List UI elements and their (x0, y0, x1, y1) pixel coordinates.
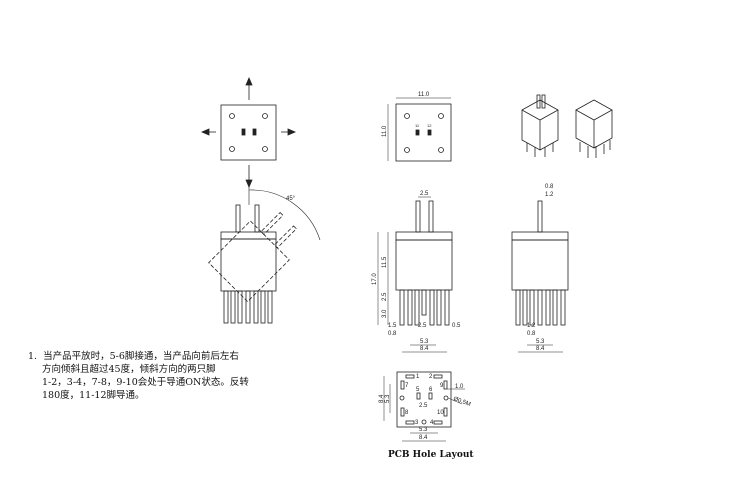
pcb-pin-6: 6 (429, 387, 433, 393)
height-dimension: 11.0 (382, 125, 388, 137)
width-dimension: 11.0 (418, 92, 430, 98)
note-number: 1. (28, 351, 38, 362)
top-view-tilt-directions (200, 76, 297, 189)
note-line-3: 1-2，3-4，7-8，9-10会处于导通ON状态。反转 (42, 377, 249, 388)
side-dim-1-2-top: 1.2 (545, 192, 554, 198)
tilt-view: 45° (208, 186, 321, 324)
note-line-2: 方向倾斜且超过45度，倾斜方向的两只脚 (42, 364, 216, 375)
pcb-dim-height-8-4: 8.4 (379, 394, 385, 403)
dim-total-height: 17.0 (372, 273, 378, 285)
side-dim-0-8-bottom: 0.8 (527, 331, 536, 337)
dim-8-4: 8.4 (420, 346, 429, 352)
pcb-layout-caption: PCB Hole Layout (388, 450, 474, 460)
angle-label: 45° (286, 196, 296, 202)
side-dim-5-3: 5.3 (536, 339, 545, 345)
pcb-pin-7: 7 (405, 383, 409, 389)
front-view: 2.5 17.0 11.5 2.5 3.0 1.5 0.8 2.5 0.5 5.… (372, 191, 461, 353)
note-line-4: 180度，11-12脚导通。 (42, 390, 145, 401)
pcb-dim-width-8-4: 8.4 (419, 435, 428, 441)
side-dim-1-2: 1.2 (527, 323, 536, 329)
pcb-dim-width-5-3: 5.3 (419, 427, 428, 433)
pcb-pin-10: 10 (437, 410, 444, 416)
dim-pin-pitch-top: 2.5 (420, 191, 429, 197)
dim-2-5: 2.5 (418, 323, 427, 329)
top-view-body (220, 104, 277, 161)
note-line-1: 当产品平放时，5-6脚接通，当产品向前后左右 (43, 351, 239, 362)
pcb-pin-4: 4 (430, 420, 434, 426)
isometric-views (521, 94, 613, 158)
pin-label-12: 12 (427, 123, 432, 128)
operation-note: 1. 当产品平放时，5-6脚接通，当产品向前后左右 方向倾斜且超过45度，倾斜方… (28, 350, 268, 402)
dim-0-5: 0.5 (452, 323, 461, 329)
dim-body-height: 11.5 (382, 256, 388, 268)
angle-arc (248, 189, 321, 241)
arrow-right-icon (281, 128, 297, 136)
pcb-dim-height-5-3: 5.3 (385, 394, 391, 403)
side-view: 0.8 1.2 1.2 0.8 5.3 8.4 (511, 184, 569, 353)
dim-0-8: 0.8 (388, 331, 397, 337)
pcb-pin-8: 8 (405, 410, 409, 416)
dim-5-3: 5.3 (420, 339, 429, 345)
pcb-pin-1: 1 (416, 374, 420, 380)
arrow-up-icon (245, 76, 253, 100)
top-view-dimensioned: 11 12 11.0 11.0 (382, 92, 452, 162)
pcb-pin-9: 9 (440, 383, 444, 389)
side-dim-0-8: 0.8 (545, 184, 554, 190)
dim-pin-length: 3.0 (382, 309, 388, 318)
pcb-dim-pad: 1.0 (455, 384, 464, 390)
pcb-dim-pitch: 2.5 (419, 403, 428, 409)
arrow-left-icon (200, 128, 216, 136)
dim-1-5: 1.5 (388, 323, 397, 329)
pcb-pin-2: 2 (429, 374, 433, 380)
pin-label-11: 11 (415, 123, 420, 128)
pcb-dim-hole: Ø0.5M (452, 396, 471, 408)
pcb-pin-3: 3 (415, 420, 419, 426)
pcb-hole-layout: 1 2 3 4 5 6 7 8 9 10 8.4 5.3 2.5 1.0 Ø0.… (379, 371, 471, 442)
dim-standoff: 2.5 (382, 292, 388, 301)
pcb-pin-5: 5 (416, 387, 420, 393)
arrow-down-icon (245, 165, 253, 189)
side-dim-8-4: 8.4 (536, 346, 545, 352)
